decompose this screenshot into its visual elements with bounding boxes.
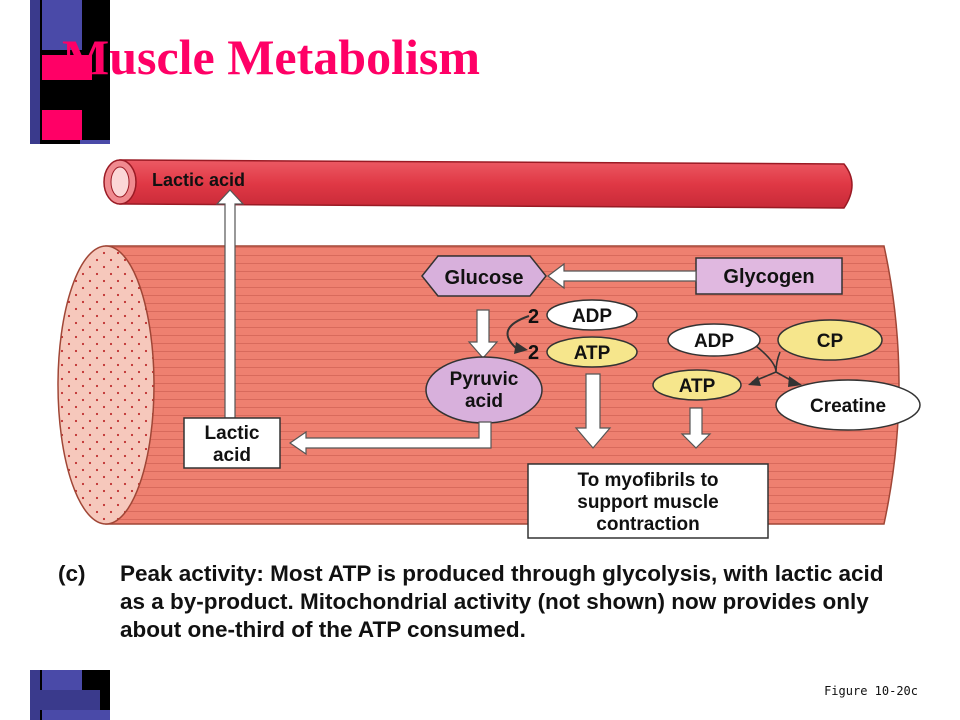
adp-count-label: 2 [528,306,539,328]
adp-right-node: ADP [667,323,761,357]
arrow-pyruvic-to-lactic [288,421,492,456]
figure-reference: Figure 10-20c [824,684,918,698]
myofibrils-line3: contraction [596,514,699,535]
curved-adp-atp-arrow [506,315,530,349]
myofibrils-line2: support muscle [577,492,718,513]
reaction-arrow-to-creatine [788,376,802,387]
arrow-to-vessel [215,189,245,419]
curved-arrow-head [514,342,528,354]
caption-bold: Peak activity: [120,561,264,586]
arrow-glycogen-to-glucose [547,262,697,290]
reaction-arrow-to-atp [748,376,761,386]
caption-text: Most ATP is produced through glycolysis,… [120,561,884,642]
lactic-box-line1: Lactic [205,423,260,444]
pyruvic-label-line1: Pyruvic [450,369,519,390]
reaction-lines [751,345,795,383]
adp-left-node: ADP [546,299,638,331]
adp-right-label: ADP [694,331,734,352]
glycogen-label: Glycogen [723,266,814,288]
muscle-metabolism-figure: Lactic acid Glycogen Glucose 2 [24,144,928,670]
atp-right-label: ATP [679,376,716,397]
vessel-lactic-acid-label: Lactic acid [152,170,245,190]
caption-body: Peak activity: Most ATP is produced thro… [120,560,910,644]
atp-left-node: ATP [546,336,638,368]
blood-vessel: Lactic acid [103,159,853,209]
metabolism-diagram: Lactic acid Glycogen Glucose 2 [57,159,921,539]
slide-title: Muscle Metabolism [62,29,480,85]
glucose-node: Glucose [421,255,547,297]
atp-right-node: ATP [652,369,742,401]
pyruvic-label-line2: acid [465,391,503,412]
pyruvic-acid-node: Pyruvic acid [425,356,543,424]
glycogen-node: Glycogen [695,257,843,295]
arrow-glucose-to-pyruvic [467,309,499,359]
creatine-node: Creatine [775,379,921,431]
myofibrils-box: To myofibrils to support muscle contract… [527,463,769,539]
caption-label: (c) [58,561,86,586]
adp-left-label: ADP [572,306,612,327]
atp-count-label: 2 [528,342,539,364]
cp-node: CP [777,319,883,361]
arrow-atp-right-down [680,407,712,449]
lactic-box-line2: acid [213,445,251,466]
myofibrils-line1: To myofibrils to [577,470,718,491]
glucose-label: Glucose [445,267,524,289]
arrow-atp-to-myofibrils [574,373,612,449]
atp-left-label: ATP [574,343,611,364]
cp-label: CP [817,331,844,352]
creatine-label: Creatine [810,396,886,417]
lactic-acid-box: Lactic acid [183,417,281,469]
